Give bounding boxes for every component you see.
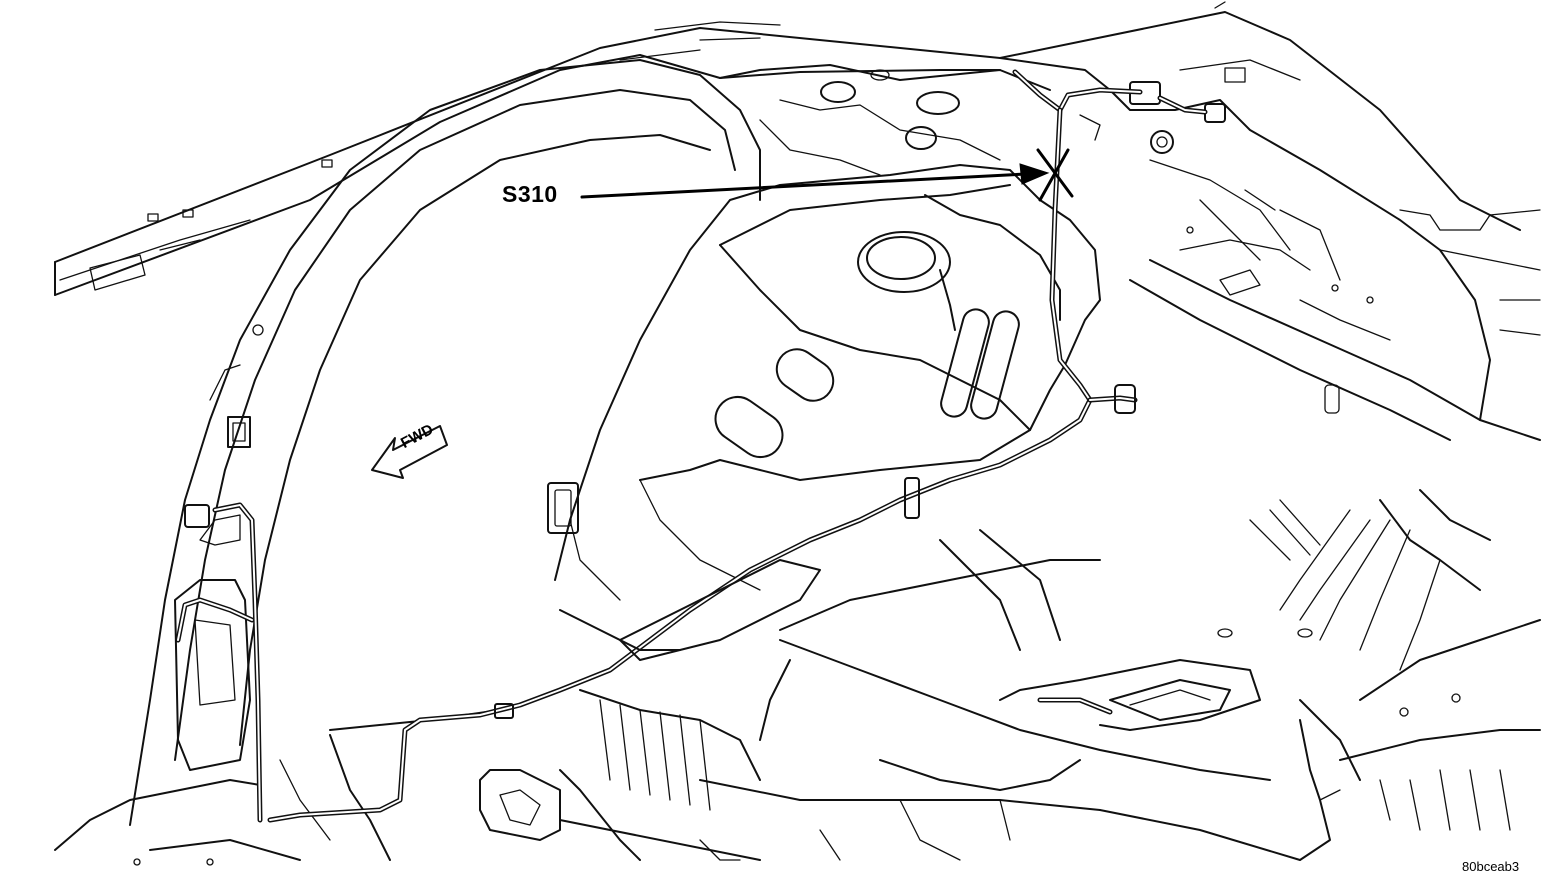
lower-left-body — [54, 579, 391, 866]
rear-shelf-area — [719, 1, 1491, 421]
wheelhouse — [554, 164, 1101, 601]
center-floor — [559, 489, 1491, 781]
fwd-arrow — [371, 425, 448, 479]
wire-harness — [175, 69, 1208, 823]
door-opening-arch — [129, 59, 761, 826]
lower-floor — [479, 619, 1541, 861]
callout-arrow — [580, 163, 1050, 199]
callout-label-s310: S310 — [502, 181, 558, 207]
splice-marker — [1036, 148, 1074, 202]
trunk-floor-right — [1129, 209, 1541, 441]
figure-code: 80bceab3 — [1462, 859, 1520, 874]
roof-rail — [54, 11, 1521, 296]
